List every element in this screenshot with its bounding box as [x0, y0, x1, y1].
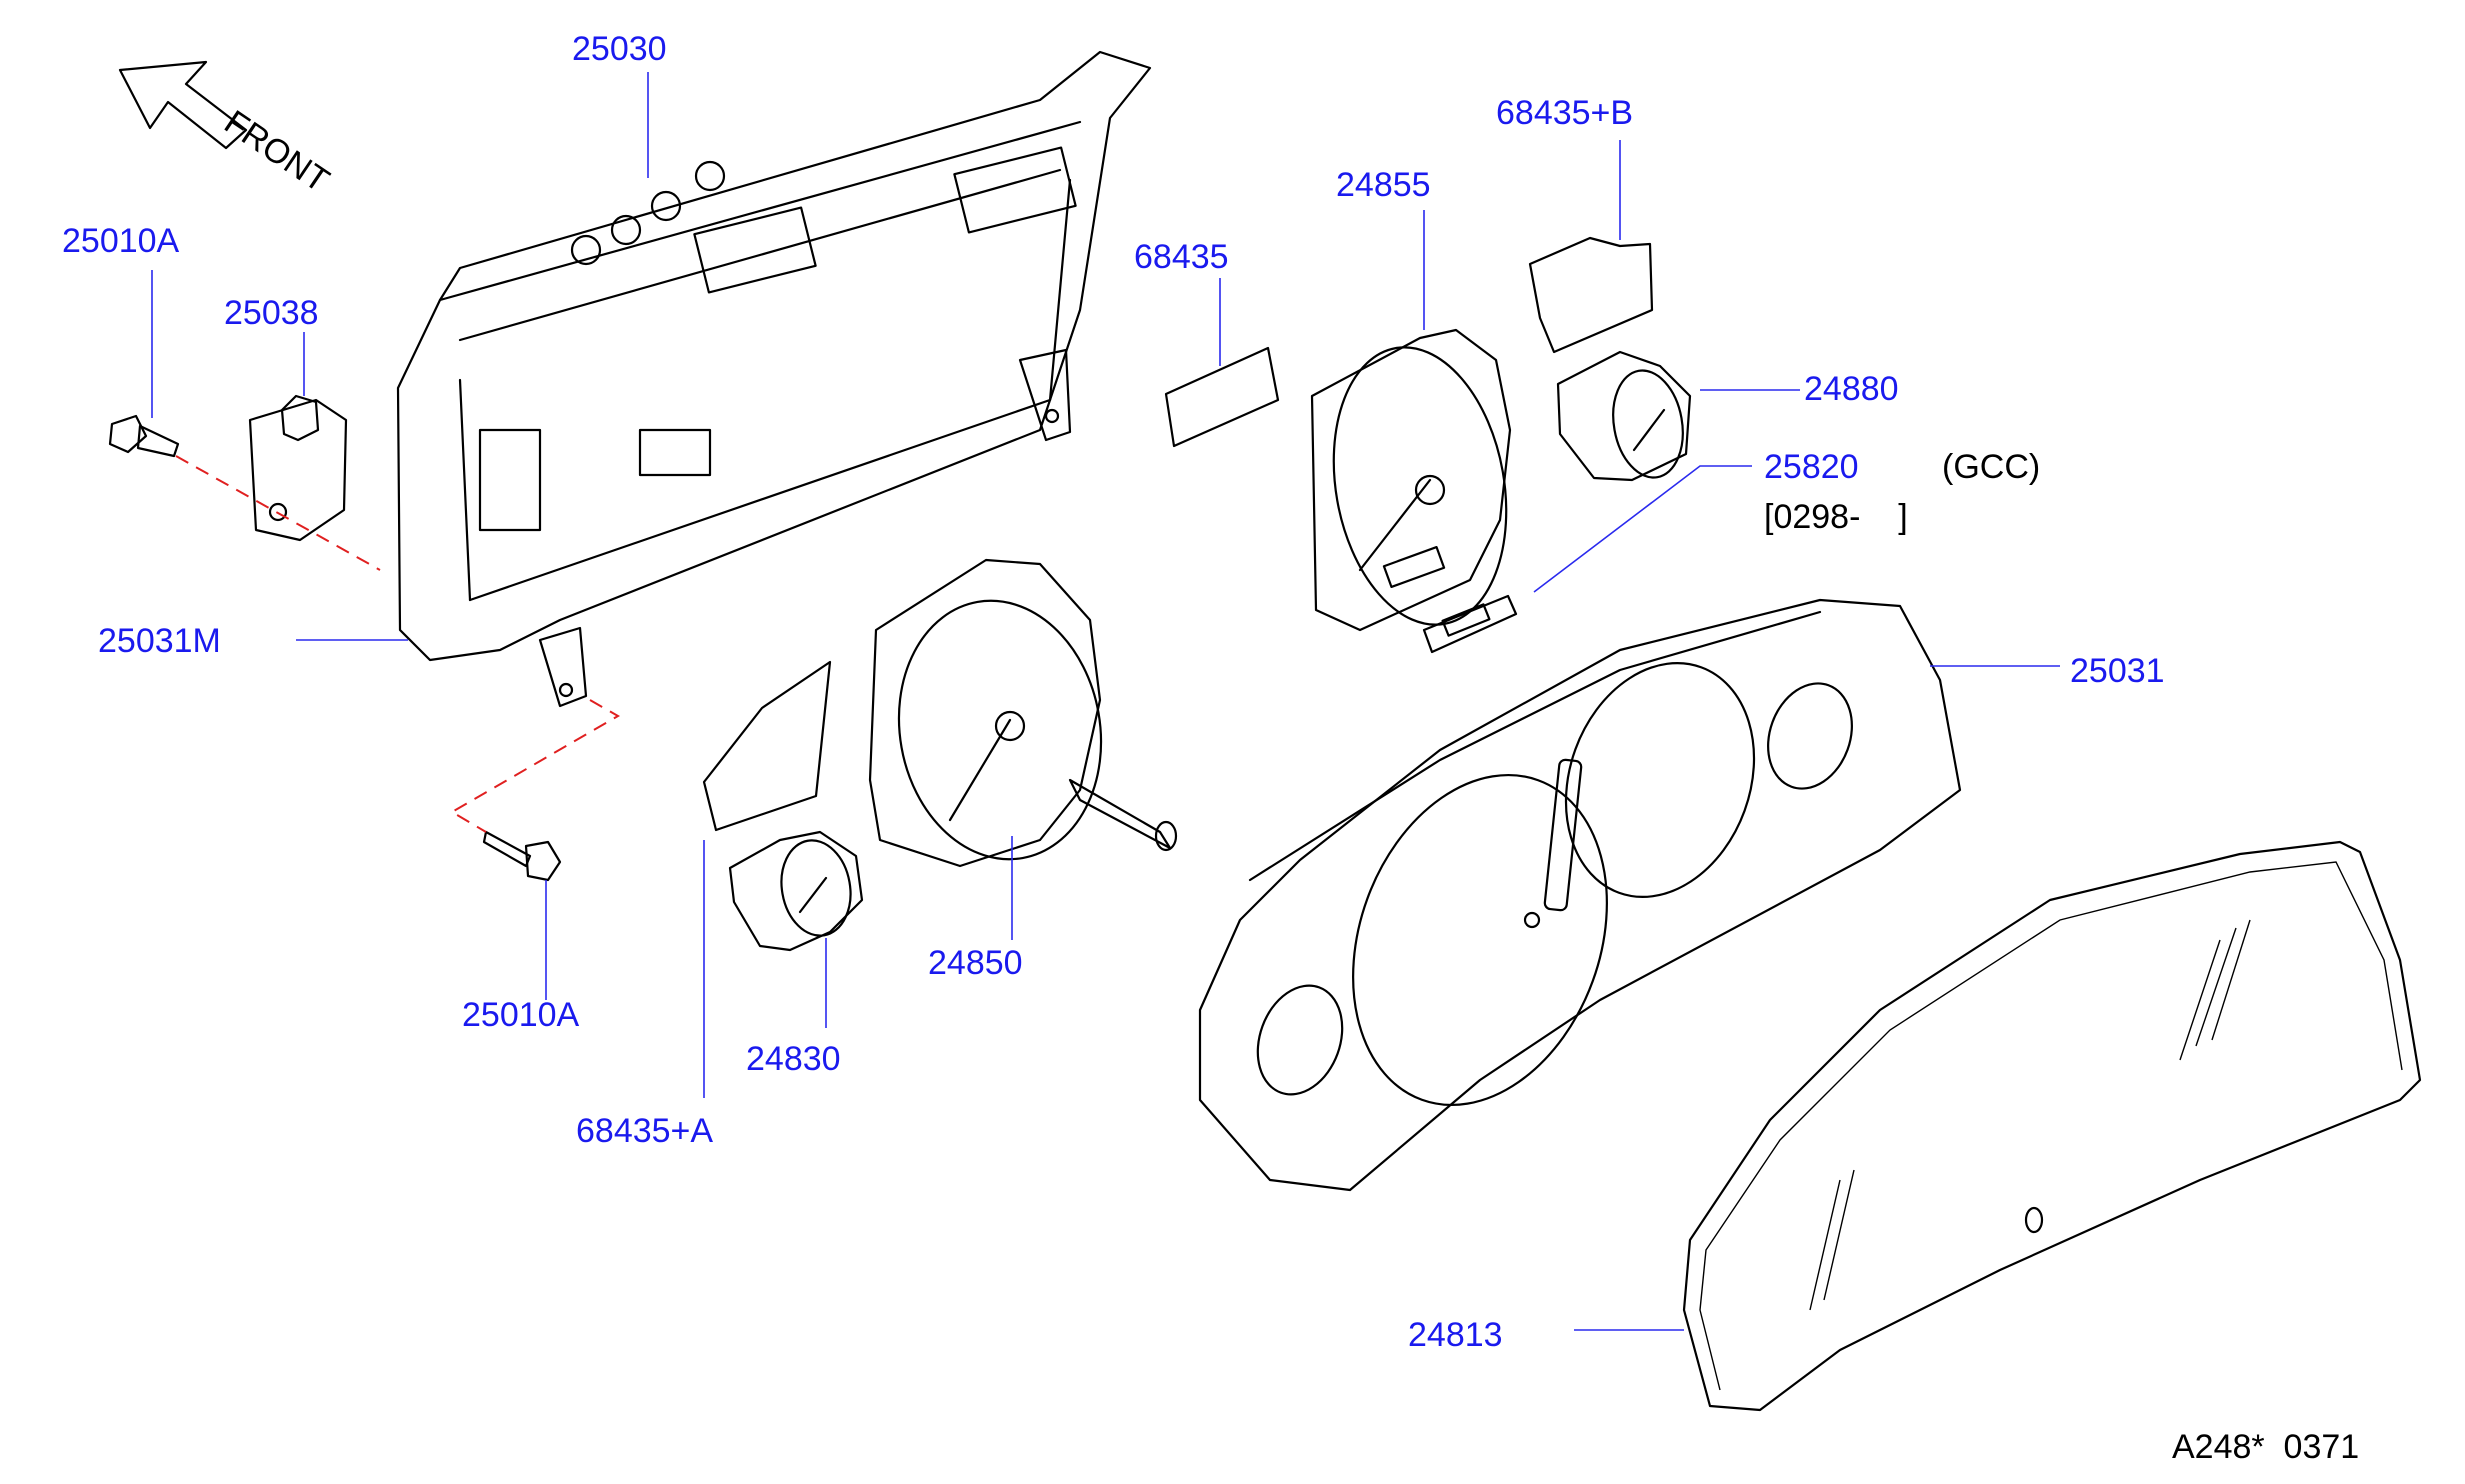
leader-lines — [151, 72, 2060, 1331]
label-25031: 25031 — [2070, 652, 2165, 690]
label-25010a-bottom: 25010A — [462, 996, 580, 1034]
connector-block-25038 — [248, 394, 348, 542]
label-25038: 25038 — [224, 294, 319, 332]
plate-68435b — [1528, 236, 1654, 354]
label-25031m: 25031M — [98, 622, 221, 660]
label-25820: 25820 — [1764, 448, 1859, 486]
assembly-line-top — [175, 455, 381, 571]
label-24830: 24830 — [746, 1040, 841, 1078]
label-25820-range: [0298- ] — [1764, 498, 1908, 536]
screw-25010a-bottom — [482, 830, 562, 882]
label-68435: 68435 — [1134, 238, 1229, 276]
tachometer-24855 — [1310, 328, 1512, 632]
label-68435a: 68435+A — [576, 1112, 713, 1150]
label-25820-note: (GCC) — [1942, 448, 2040, 486]
speedometer-24850 — [868, 558, 1178, 868]
label-24855: 24855 — [1336, 166, 1431, 204]
plate-68435 — [1164, 346, 1280, 448]
front-arrow-icon — [118, 60, 248, 150]
gauge-24830 — [728, 830, 864, 952]
cluster-frame-25031 — [1198, 598, 1962, 1192]
unit-25820 — [1422, 594, 1518, 654]
front-label: FRONT — [218, 103, 336, 200]
label-25010a-top: 25010A — [62, 222, 180, 260]
screw-25010a-top — [108, 414, 180, 458]
label-68435b: 68435+B — [1496, 94, 1633, 132]
cluster-housing-back — [396, 50, 1152, 708]
lens-24813 — [1682, 840, 2422, 1412]
gauge-24880 — [1556, 350, 1692, 482]
plate-68435a — [702, 660, 832, 832]
label-24880: 24880 — [1804, 370, 1899, 408]
label-25030: 25030 — [572, 30, 667, 68]
reference-code: A248* 0371 — [2172, 1428, 2359, 1466]
label-24813: 24813 — [1408, 1316, 1503, 1354]
label-24850: 24850 — [928, 944, 1023, 982]
assembly-line-bottom — [450, 699, 621, 833]
